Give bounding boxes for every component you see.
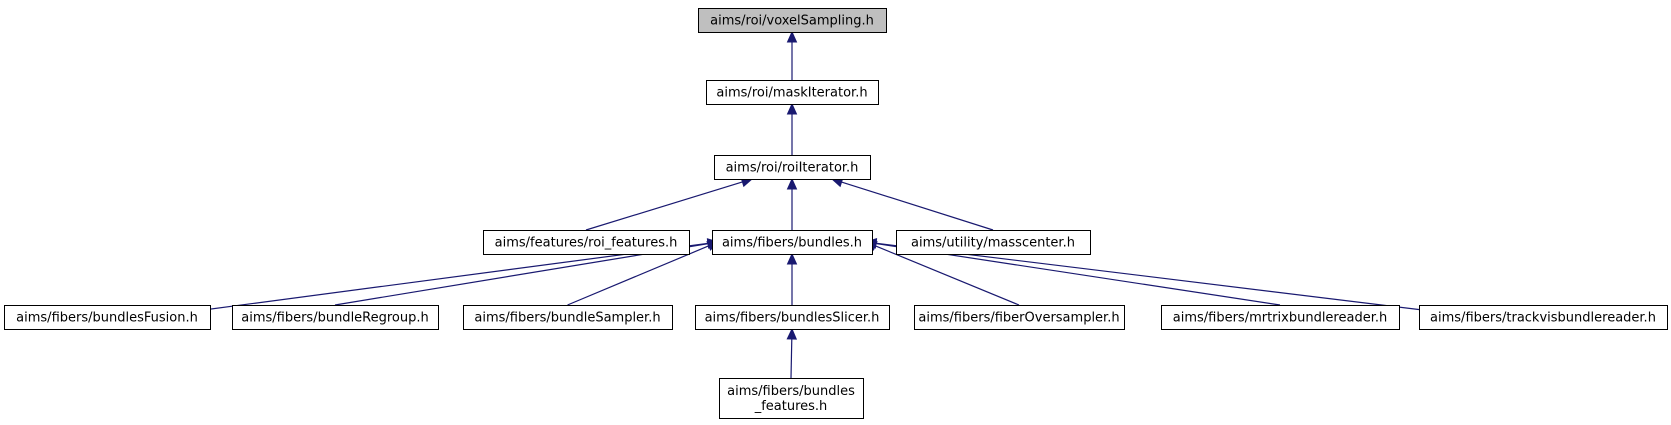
edge-bundles-to-roiIterator [786,177,798,230]
node-box [232,305,439,330]
node-bundles_features[interactable]: aims/fibers/bundles_features.h [719,378,864,419]
node-box [483,230,690,255]
node-label: aims/roi/roiIterator.h [726,161,859,176]
node-trackvisbundlereader[interactable]: aims/fibers/trackvisbundlereader.h [1419,305,1668,330]
node-roiIterator[interactable]: aims/roi/roiIterator.h [714,155,871,180]
node-masscenter[interactable]: aims/utility/masscenter.h [896,230,1091,255]
node-maskIterator[interactable]: aims/roi/maskIterator.h [706,80,879,105]
arrowhead-icon [786,177,798,190]
edge-bundlesSlicer-to-bundles [786,252,798,305]
node-box [914,305,1125,330]
edge-roi_features-to-roiIterator [585,177,754,231]
node-bundlesFusion[interactable]: aims/fibers/bundlesFusion.h [4,305,211,330]
node-label: aims/fibers/bundles [727,384,855,399]
node-box [695,305,890,330]
node-label: aims/fibers/fiberOversampler.h [918,311,1119,326]
edge-line [875,245,1020,306]
node-label: aims/fibers/bundlesSlicer.h [705,311,880,326]
node-label: aims/features/roi_features.h [495,236,678,251]
edge-bundles_features-to-bundlesSlicer [786,327,798,379]
node-label: aims/roi/voxelSampling.h [710,14,874,29]
node-box [896,230,1091,255]
node-label: aims/roi/maskIterator.h [716,86,867,101]
node-box [712,230,873,255]
node-mrtrixbundlereader[interactable]: aims/fibers/mrtrixbundlereader.h [1161,305,1400,330]
edge-line [567,245,710,306]
graph-nodes: aims/roi/voxelSampling.h aims/roi/maskIte… [4,8,1668,419]
node-box [4,305,211,330]
node-label: aims/fibers/bundlesFusion.h [16,311,198,326]
node-bundleRegroup[interactable]: aims/fibers/bundleRegroup.h [232,305,439,330]
node-box [463,305,673,330]
node-box [1161,305,1400,330]
node-label: aims/fibers/mrtrixbundlereader.h [1173,311,1387,326]
arrowhead-icon [786,327,798,340]
node-box [719,378,864,419]
node-label: aims/utility/masscenter.h [911,236,1075,251]
node-box [714,155,871,180]
node-bundles[interactable]: aims/fibers/bundles.h [712,230,873,255]
edge-line [585,181,743,231]
node-voxelSampling: aims/roi/voxelSampling.h [698,8,887,33]
node-label: _features.h [754,399,828,414]
node-box [1419,305,1668,330]
arrowhead-icon [786,252,798,265]
edge-line [790,338,793,379]
edge-maskIterator-to-voxelSampling [786,30,798,80]
node-box [706,80,879,105]
arrowhead-icon [786,102,798,115]
node-roi_features[interactable]: aims/features/roi_features.h [483,230,690,255]
node-box [698,8,887,33]
edge-line [841,181,994,231]
node-label: aims/fibers/bundles.h [722,236,862,251]
node-label: aims/fibers/bundleSampler.h [474,311,660,326]
edge-masscenter-to-roiIterator [830,177,994,231]
node-label: aims/fibers/trackvisbundlereader.h [1430,311,1656,326]
node-bundlesSlicer[interactable]: aims/fibers/bundlesSlicer.h [695,305,890,330]
node-fiberOversampler[interactable]: aims/fibers/fiberOversampler.h [914,305,1125,330]
node-label: aims/fibers/bundleRegroup.h [241,311,429,326]
edge-roiIterator-to-maskIterator [786,102,798,155]
node-bundleSampler[interactable]: aims/fibers/bundleSampler.h [463,305,673,330]
arrowhead-icon [786,30,798,43]
